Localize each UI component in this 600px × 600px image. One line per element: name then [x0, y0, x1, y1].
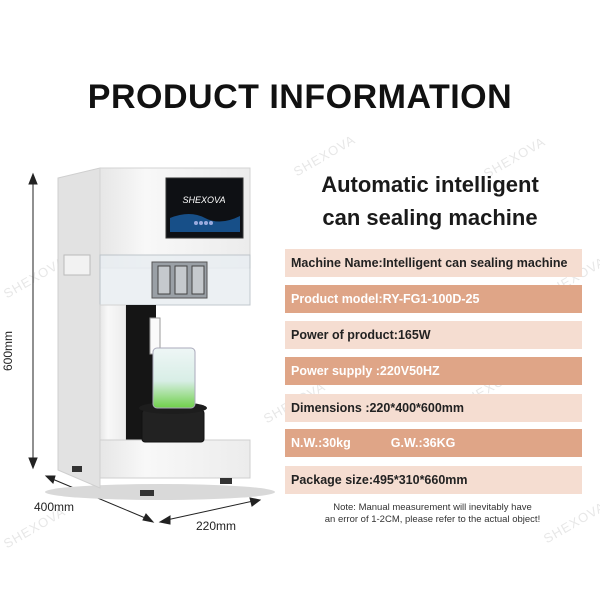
sealing-roller [174, 265, 188, 295]
spec-text: Power supply :220V50HZ [291, 364, 440, 378]
floor-shadow [45, 484, 275, 500]
measurement-note: Note: Manual measurement will inevitably… [290, 502, 575, 526]
subtitle-line-2: can sealing machine [322, 205, 538, 230]
product-subtitle: Automatic intelligent can sealing machin… [290, 168, 570, 234]
machine-foot [72, 466, 82, 472]
spec-text: Package size:495*310*660mm [291, 473, 468, 487]
spec-dimensions: Dimensions :220*400*600mm [285, 394, 582, 422]
screen-icon [194, 221, 198, 225]
spec-product-model: Product model:RY-FG1-100D-25 [285, 285, 582, 313]
subtitle-line-1: Automatic intelligent [321, 172, 539, 197]
machine-body [57, 167, 101, 489]
depth-label: 400mm [34, 500, 75, 514]
spec-text: Product model:RY-FG1-100D-25 [291, 292, 480, 306]
height-label: 600mm [1, 330, 16, 372]
spec-text: Machine Name:Intelligent can sealing mac… [291, 256, 568, 270]
machine-base [99, 439, 251, 479]
spec-power-supply: Power supply :220V50HZ [285, 357, 582, 385]
machine-foot [140, 490, 154, 496]
machine-foot [220, 478, 232, 484]
cup-holder [141, 409, 205, 443]
height-dimension-line [28, 172, 38, 470]
spec-text: Dimensions :220*400*600mm [291, 401, 465, 415]
screen-icon [199, 221, 203, 225]
spec-text: Power of product:165W [291, 328, 431, 342]
sealing-roller [191, 265, 205, 295]
spec-weight: N.W.:30kg G.W.:36KG [285, 429, 582, 457]
spec-power: Power of product:165W [285, 321, 582, 349]
depth-dimension-line [44, 475, 155, 523]
width-dimension-line [158, 497, 262, 525]
screen-icon [204, 221, 208, 225]
sealing-roller [157, 265, 171, 295]
page-title: PRODUCT INFORMATION [87, 78, 513, 116]
note-line-1: Note: Manual measurement will inevitably… [333, 502, 532, 513]
screen-icon [209, 221, 213, 225]
side-handle [63, 254, 91, 276]
spec-machine-name: Machine Name:Intelligent can sealing mac… [285, 249, 582, 277]
screen-logo: SHEXOVA [182, 195, 225, 205]
note-line-2: an error of 1-2CM, please refer to the a… [324, 514, 541, 525]
width-label: 220mm [196, 519, 237, 533]
spec-gross-weight: G.W.:36KG [390, 436, 456, 450]
spec-net-weight: N.W.:30kg [291, 436, 351, 450]
drink-cup [152, 347, 196, 409]
spec-package-size: Package size:495*310*660mm [285, 466, 582, 494]
